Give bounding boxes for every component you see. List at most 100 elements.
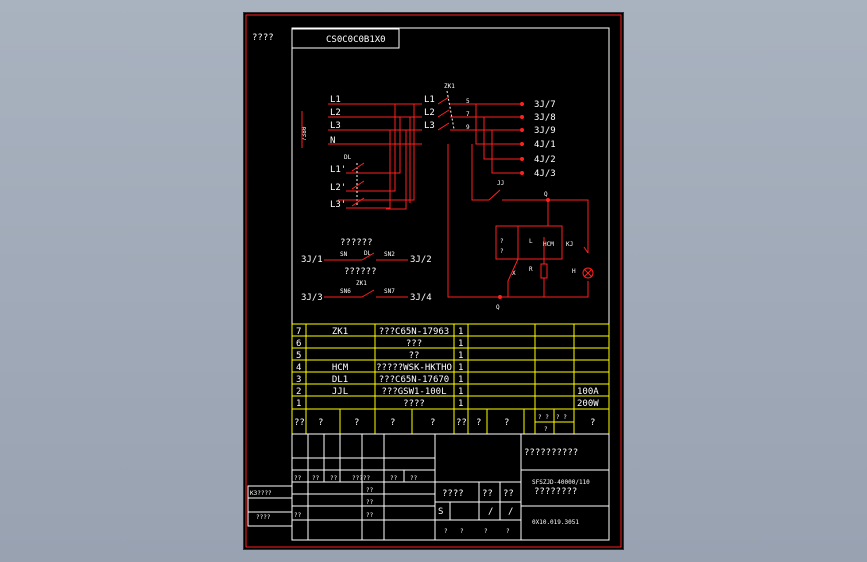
zk-pole-7: 7 [466,111,470,118]
ctrl2-title: ?????? [344,267,377,277]
scale-label: ?? [503,489,514,499]
drawing-number: 0X10.019.3051 [532,519,579,526]
input-label-l2: L2 [330,108,341,118]
bom-cell-qty: 1 [458,339,463,349]
zk-input-l3: L3 [424,121,435,131]
bom-header-note: ? [590,418,595,428]
bom-header-no: ?? [294,418,305,428]
drawing-no-box [291,28,400,49]
indicator-lamp [582,267,594,279]
bom-cell-spec: ???C65N-17670 [379,375,449,385]
bom-cell-no: 4 [296,363,301,373]
resistor [540,263,548,279]
sheet-cell-1: ? [444,528,448,535]
tag-7: ? [500,238,504,245]
jj-tag: JJ [497,180,504,187]
x-tag: X [512,270,516,277]
output-3j9: 3J/9 [534,126,556,136]
bom-cell-qty: 1 [458,399,463,409]
zk-input-l1: L1 [424,95,435,105]
grid-r1-c2: ?? [312,475,320,482]
bom-table [291,323,610,435]
output-3j8: 3J/8 [534,113,556,123]
bom-header-code2: ? [354,418,359,428]
bom-cell-no: 2 [296,387,301,397]
ctrl1-title: ?????? [340,238,373,248]
bom-header-mat: ? [476,418,481,428]
bom-cell-note: 100A [577,387,599,397]
bom-cell-spec: ?????WSK-HKTHO [376,363,452,373]
zk-pole-5: 5 [466,98,470,105]
bom-cell-no: 7 [296,327,301,337]
ctrl1-left: 3J/1 [301,255,323,265]
scale-slash: / [508,507,513,517]
power-circuit: L1 L2 L3 N ?380 DL L1' L2' L3' ZK1 [301,83,594,311]
leakage-breaker-tag: DL [344,154,352,161]
bom-header-weight: ? ? [538,414,549,421]
r-tag: R [529,266,533,273]
drawing-sheet: CS0C0C0B1X0 ???? L1 L2 L3 N ?380 DL L1' … [243,12,624,550]
control-circuit-1: ?????? DL 3J/1 3J/2 SN SN2 [301,238,432,265]
output-4j3: 4J/3 [534,169,556,179]
sheet-cell-3: ? [484,528,488,535]
dl-pole-2: L2' [330,183,346,193]
corner-label: ???? [252,33,274,43]
zk-input-l2: L2 [424,108,435,118]
drawing-no-label: CS0C0C0B1X0 [326,35,386,45]
output-4j2: 4J/2 [534,155,556,165]
grid-r1-c4: ????? [352,475,370,482]
bom-header: ?? ? ? ? ? ?? ? ? ? ? ? ? ? ? [294,414,595,433]
ctrl1-switch: DL [364,250,372,257]
bom-cell-spec: ?? [409,351,420,361]
tag-6: ? [500,248,504,255]
ctrl2-contact-2: SN7 [384,288,395,295]
stage-mark: S [438,507,443,517]
input-label-l3: L3 [330,121,341,131]
input-label-n: N [330,136,335,146]
dl-pole-1: L1' [330,165,346,175]
bom-cell-code: HCM [332,363,349,373]
bom-header-code: ? [318,418,323,428]
voltage-label: ?380 [301,126,308,141]
dl-pole-3: L3' [330,200,346,210]
bom-cell-qty: 1 [458,363,463,373]
sheet-cell-4: ? [506,528,510,535]
side-label-1: K3???? [250,490,272,497]
weight-slash: / [488,507,493,517]
h-tag: H [572,268,576,275]
stage-label: ???? [442,489,464,499]
zk-pole-9: 9 [466,124,470,131]
kj-tag: KJ [566,241,573,248]
bom-cell-no: 6 [296,339,301,349]
q-tag: Q [544,191,548,198]
bom-header-qty: ?? [456,418,467,428]
model-label: SFSZJD-40000/110 [532,479,590,486]
bom-cell-spec: ??? [406,339,422,349]
bom-cell-qty: 1 [458,351,463,361]
grid-r1-c6: ?? [410,475,418,482]
bom-cell-qty: 1 [458,375,463,385]
grid-r1-c3: ?? [330,475,338,482]
bom-cell-code: DL1 [332,375,348,385]
grid-r3-c2: ?? [366,512,374,519]
ctrl1-right: 3J/2 [410,255,432,265]
bom-cell-code: ZK1 [332,327,348,337]
tag-l: L [529,238,533,245]
weight-label: ?? [482,489,493,499]
bom-cell-qty: 1 [458,327,463,337]
grid-r2-c1: ?? [366,487,374,494]
output-3j7: 3J/7 [534,100,556,110]
model-sub-label: ???????? [534,487,577,497]
sheet-cell-2: ? [460,528,464,535]
bom-cell-code: JJL [332,387,348,397]
heater-box [495,225,563,260]
grid-r1-c5: ?? [390,475,398,482]
grid-r1-c1: ?? [294,475,302,482]
bom-cell-qty: 1 [458,387,463,397]
bom-cell-no: 5 [296,351,301,361]
ctrl1-contact-1: SN [340,251,348,258]
bom-cell-no: 1 [296,399,301,409]
bom-cell-no: 3 [296,375,301,385]
bom-header-unit: ? [544,426,548,433]
